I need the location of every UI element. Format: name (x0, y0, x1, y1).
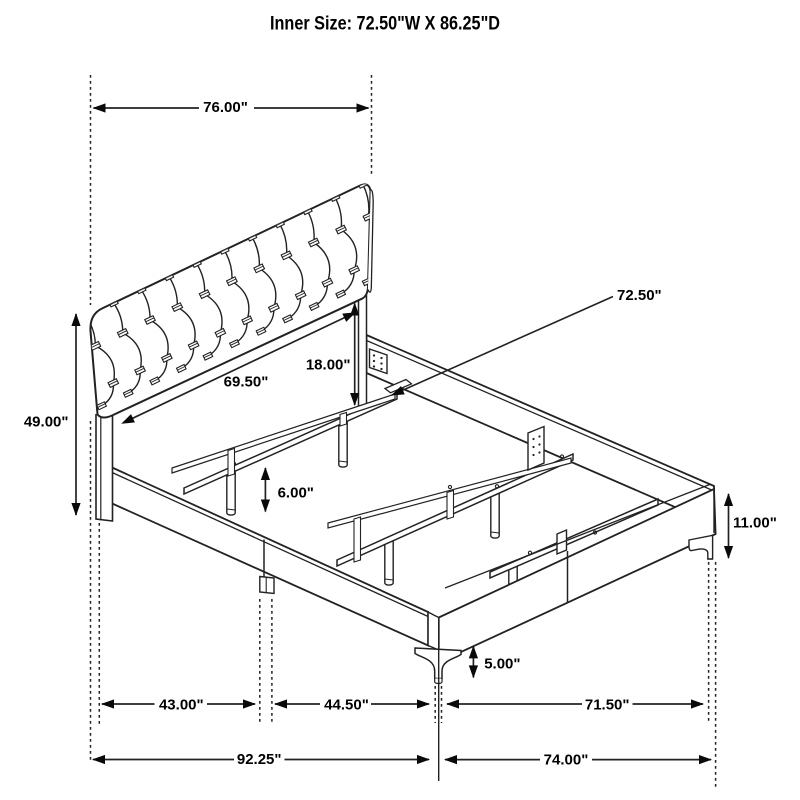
svg-text:18.00": 18.00" (306, 357, 351, 374)
svg-text:49.00": 49.00" (24, 413, 69, 430)
svg-text:72.50": 72.50" (617, 287, 662, 304)
svg-text:71.50": 71.50" (585, 697, 630, 714)
svg-text:43.00": 43.00" (159, 697, 204, 714)
svg-text:6.00": 6.00" (278, 485, 314, 502)
svg-text:11.00": 11.00" (733, 515, 777, 532)
svg-text:5.00": 5.00" (484, 655, 520, 672)
svg-text:76.00": 76.00" (203, 99, 248, 116)
svg-text:92.25": 92.25" (237, 751, 282, 768)
svg-text:69.50": 69.50" (224, 374, 269, 391)
svg-text:74.00": 74.00" (544, 751, 589, 768)
svg-text:Inner Size: 72.50"W X 86.25"D: Inner Size: 72.50"W X 86.25"D (270, 14, 500, 35)
svg-text:44.50": 44.50" (324, 697, 369, 714)
